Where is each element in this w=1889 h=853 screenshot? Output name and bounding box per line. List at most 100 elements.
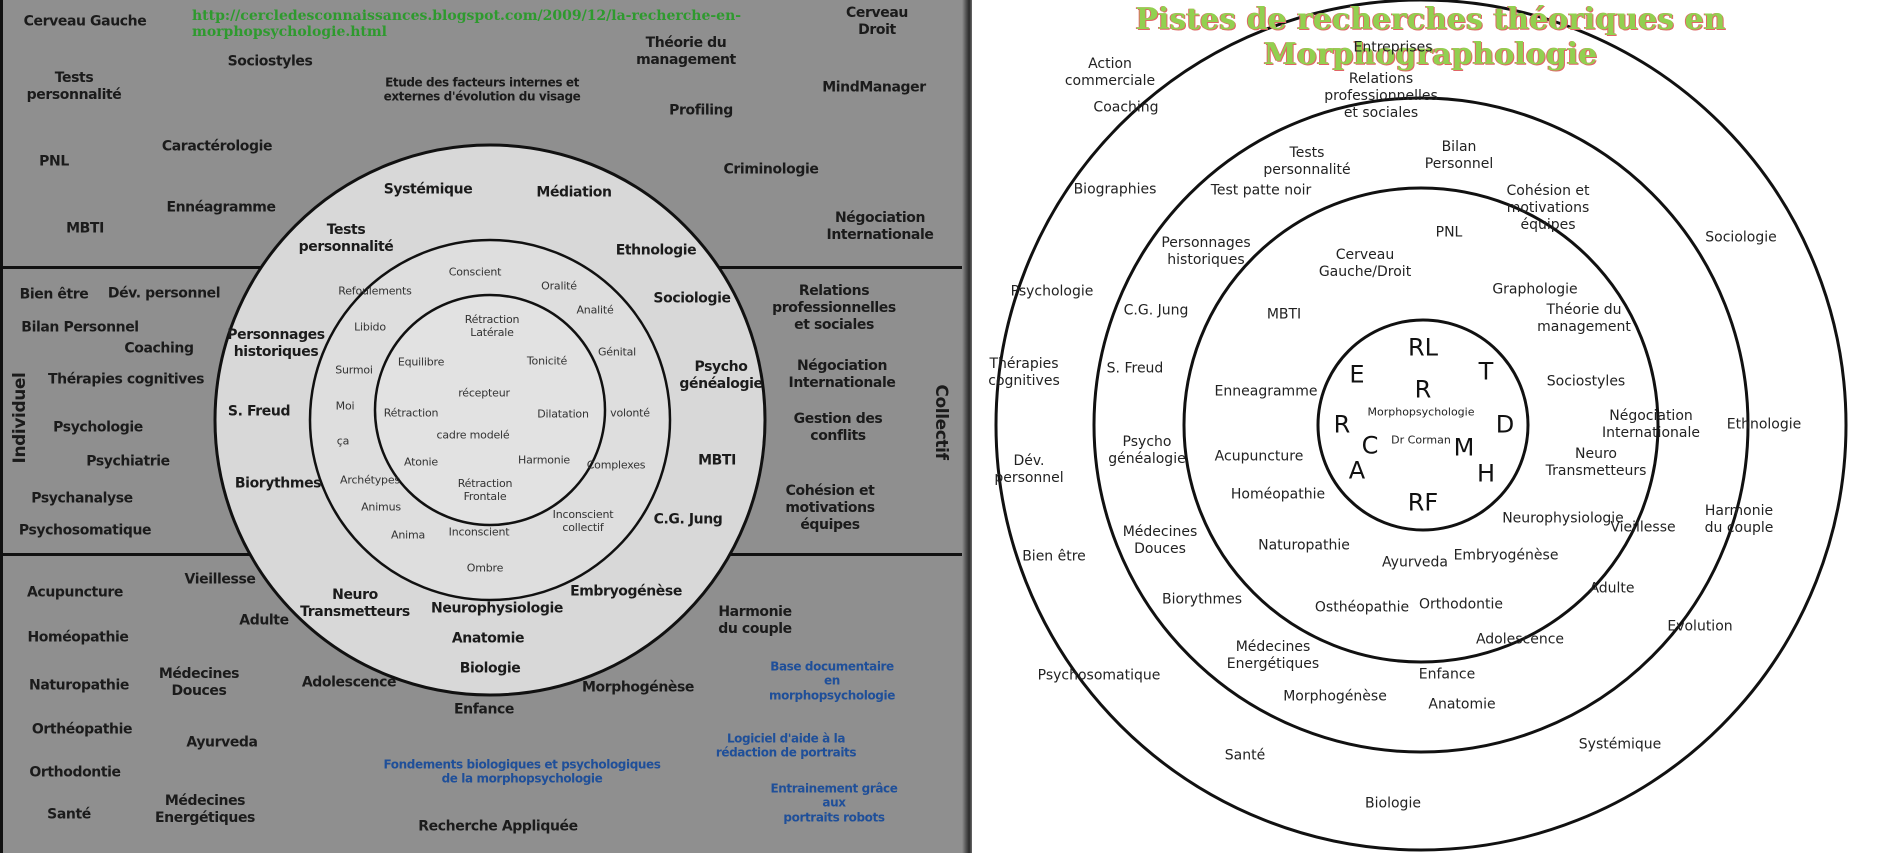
left-label-morphogenese: Morphogénèse <box>581 679 695 696</box>
axis-label-individuel: Individuel <box>9 372 30 464</box>
right-label-s-freud: S. Freud <box>1106 360 1164 377</box>
right-label-enfance: Enfance <box>1418 666 1476 683</box>
left-label-archetypes: Archétypes <box>340 473 400 487</box>
left-label-medecines-energetiques: Médecines Energétiques <box>155 793 255 826</box>
left-label-medecines-douces: Médecines Douces <box>158 666 240 699</box>
left-label-psychiatrie: Psychiatrie <box>86 453 170 470</box>
right-label-relations-professionnelles-et-sociales: Relations professionnelles et sociales <box>1324 70 1438 121</box>
right-label-dr-corman: Dr Corman <box>1391 433 1451 447</box>
left-label-mediation: Médiation <box>536 184 612 201</box>
left-label-moi: Moi <box>335 399 355 413</box>
right-label-t: T <box>1478 357 1494 386</box>
right-label-vieillesse: Vieillesse <box>1610 519 1676 536</box>
left-label-acupuncture: Acupuncture <box>26 584 124 601</box>
left-label-anima: Anima <box>390 528 426 542</box>
left-label-vieillesse: Vieillesse <box>184 571 256 588</box>
right-label-m: M <box>1453 433 1475 462</box>
left-label-orthodontie: Orthodontie <box>29 764 121 781</box>
left-label-fondements-biologiques-et-psychologiques-de-la-morphopsychologie: Fondements biologiques et psychologiques… <box>383 757 661 786</box>
right-label-morphogenese: Morphogénèse <box>1283 688 1387 705</box>
right-label-neurophysiologie: Neurophysiologie <box>1502 510 1624 527</box>
left-label-biologie: Biologie <box>459 660 521 677</box>
left-label-adulte: Adulte <box>239 612 289 629</box>
left-label-criminologie: Criminologie <box>723 161 819 178</box>
right-label-tests-personnalite: Tests personnalité <box>1263 145 1351 178</box>
left-label-enneagramme: Ennéagramme <box>166 199 276 216</box>
left-label-analite: Analité <box>576 303 614 317</box>
left-label-s-freud: S. Freud <box>227 403 291 420</box>
left-label-c-g-jung: C.G. Jung <box>653 511 723 528</box>
left-label-tonicite: Tonicité <box>526 354 568 368</box>
left-label-base-documentaire-en-morphopsychologie: Base documentaire en morphopsychologie <box>769 659 895 703</box>
right-label-neuro-transmetteurs: Neuro Transmetteurs <box>1545 446 1647 479</box>
left-label-psychologie: Psychologie <box>53 419 143 436</box>
right-label-biorythmes: Biorythmes <box>1161 591 1243 608</box>
right-label-morphopsychologie: Morphopsychologie <box>1367 405 1475 419</box>
right-label-homeopathie: Homéopathie <box>1230 486 1326 503</box>
right-label-biographies: Biographies <box>1073 181 1157 198</box>
left-label-relations-professionnelles-et-sociales: Relations professionnelles et sociales <box>772 282 896 333</box>
right-label-rl: RL <box>1407 333 1439 362</box>
left-label-negociation-internationale: Négociation Internationale <box>826 210 934 243</box>
left-label-sociostyles: Sociostyles <box>227 53 313 70</box>
right-label-cohesion-et-motivations-equipes: Cohésion et motivations équipes <box>1506 182 1590 233</box>
left-label-dev-personnel: Dév. personnel <box>107 285 221 302</box>
left-label-refoulements: Refoulements <box>338 284 412 298</box>
right-diagram-panel: Pistes de recherches théoriques en Morph… <box>972 0 1889 853</box>
left-label-cadre-modele: cadre modelé <box>436 428 510 442</box>
left-label-negociation-internationale: Négociation Internationale <box>788 358 896 391</box>
left-label-neuro-transmetteurs: Neuro Transmetteurs <box>300 587 410 620</box>
left-label-cerveau-gauche: Cerveau Gauche <box>23 13 147 30</box>
right-label-medecines-energetiques: Médecines Energétiques <box>1226 639 1320 672</box>
left-label-homeopathie: Homéopathie <box>27 629 129 646</box>
left-label-bilan-personnel: Bilan Personnel <box>21 319 139 336</box>
left-label-retraction-laterale: Rétraction Latérale <box>464 312 520 339</box>
left-label-complexes: Complexes <box>586 458 646 472</box>
left-label-anatomie: Anatomie <box>451 630 525 647</box>
left-label-mbti: MBTI <box>66 220 104 237</box>
left-label-inconscient-collectif: Inconscient collectif <box>552 507 614 534</box>
right-label-c-g-jung: C.G. Jung <box>1123 302 1189 319</box>
right-label-psycho-genealogie: Psycho généalogie <box>1108 434 1186 467</box>
left-label-retraction-frontale: Rétraction Frontale <box>457 476 513 503</box>
left-label-profiling: Profiling <box>669 102 733 119</box>
left-label-oralite: Oralité <box>541 279 577 293</box>
left-label-mbti: MBTI <box>698 452 736 469</box>
right-label-psychosomatique: Psychosomatique <box>1037 667 1161 684</box>
left-label-equilibre: Equilibre <box>397 355 445 369</box>
right-outer-circle <box>994 0 1848 852</box>
left-label-harmonie: Harmonie <box>518 453 570 467</box>
left-label-conscient: Conscient <box>448 265 502 279</box>
right-label-bien-etre: Bien être <box>1022 548 1086 565</box>
axis-label-collectif: Collectif <box>931 384 952 460</box>
left-label-systemique: Systémique <box>383 181 473 198</box>
right-label-ethnologie: Ethnologie <box>1726 416 1802 433</box>
left-label-etude-des-facteurs-internes-et-externes-d-evolution-du-visage: Etude des facteurs internes et externes … <box>383 75 581 104</box>
right-label-r: R <box>1414 375 1432 404</box>
left-label-psychanalyse: Psychanalyse <box>31 490 133 507</box>
right-label-cerveau-gauche-droit: Cerveau Gauche/Droit <box>1318 247 1412 280</box>
right-label-evolution: Evolution <box>1667 618 1733 635</box>
right-label-adolescence: Adolescence <box>1475 631 1565 648</box>
left-label-embryogenese: Embryogénèse <box>570 583 682 600</box>
right-label-d: D <box>1495 410 1515 439</box>
left-label-recepteur: récepteur <box>458 386 510 400</box>
panel-divider <box>962 0 974 853</box>
right-label-theorie-du-management: Théorie du management <box>1537 302 1631 335</box>
left-label-biorythmes: Biorythmes <box>234 475 322 492</box>
right-label-naturopathie: Naturopathie <box>1258 537 1350 554</box>
right-label-personnages-historiques: Personnages historiques <box>1161 235 1251 268</box>
left-label-psychosomatique: Psychosomatique <box>18 522 152 539</box>
right-label-anatomie: Anatomie <box>1428 696 1496 713</box>
right-label-ostheopathie: Osthéopathie <box>1314 599 1410 616</box>
left-label-ombre: Ombre <box>466 561 504 575</box>
right-label-e: E <box>1349 360 1365 389</box>
left-label-ortheopathie: Orthéopathie <box>31 721 133 738</box>
left-label-atonie: Atonie <box>404 455 438 469</box>
left-label-inconscient: Inconscient <box>448 525 510 539</box>
left-label-tests-personnalite: Tests personnalité <box>298 222 394 255</box>
left-label-cohesion-et-motivations-equipes: Cohésion et motivations équipes <box>785 482 875 533</box>
left-label-surmoi: Surmoi <box>335 363 373 377</box>
left-label-volonte: volonté <box>610 406 650 420</box>
left-label-sante: Santé <box>47 806 91 823</box>
